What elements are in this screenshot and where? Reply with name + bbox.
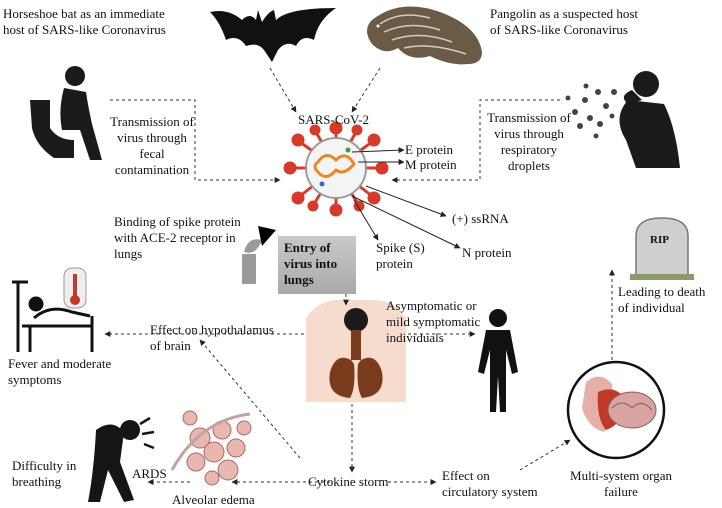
e-protein-label: E protein (405, 142, 454, 157)
human-silhouette-icon (478, 309, 518, 412)
thermometer-icon (63, 267, 87, 309)
bat-host-label: Horseshoe bat as an immediate host of SA… (3, 6, 166, 37)
asymptomatic-label: Asymptomatic or mild symptomatic individ… (386, 298, 481, 345)
pangolin-host-label: Pangolin as a suspected host of SARS-lik… (490, 6, 639, 37)
bat-icon (210, 8, 336, 62)
fever-label: Fever and moderate symptoms (8, 356, 112, 387)
circulatory-label: Effect on circulatory system (442, 468, 538, 499)
alveolar-label: Alveolar edema (172, 492, 255, 507)
organ-circle-icon (566, 360, 666, 460)
respiratory-transmission-label: Transmission of virus through respirator… (487, 110, 571, 173)
m-protein-label: M protein (405, 157, 457, 172)
death-label: Leading to death of individual (618, 284, 706, 315)
rip-text: RIP (650, 234, 669, 246)
entry-box: Entry of virus into lungs (278, 236, 356, 294)
ssrna-label: (+) ssRNA (452, 211, 509, 226)
cytokine-label: Cytokine storm (308, 474, 389, 489)
alveoli-icon (170, 408, 256, 492)
toilet-person-icon (30, 66, 102, 160)
difficulty-label: Difficulty in breathing (12, 458, 77, 489)
binding-label: Binding of spike protein with ACE-2 rece… (114, 214, 241, 261)
hypothalamus-label: Effect on hypothalamus of brain (150, 322, 274, 353)
virus-icon (283, 121, 389, 217)
lungs-icon (306, 300, 406, 402)
fecal-transmission-label: Transmission of virus through fecal cont… (110, 114, 194, 177)
sneezing-person-icon (565, 71, 680, 168)
breathless-person-icon (88, 416, 155, 502)
tombstone-icon (630, 217, 694, 280)
pangolin-icon (367, 6, 482, 65)
ards-label: ARDS (132, 466, 167, 481)
hospital-bed-icon (12, 280, 94, 352)
receptor-icon (242, 226, 276, 284)
virus-name-label: SARS-CoV-2 (298, 112, 370, 127)
organ-failure-label: Multi-system organ failure (570, 468, 672, 499)
spike-protein-label: Spike (S) protein (376, 240, 425, 271)
n-protein-label: N protein (462, 245, 512, 260)
